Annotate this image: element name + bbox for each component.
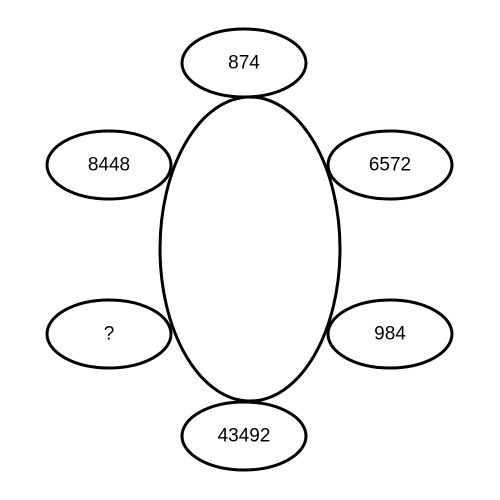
node-top: 874 (180, 27, 308, 99)
node-upper-right-ellipse (326, 129, 454, 201)
node-top-label: 874 (228, 53, 260, 74)
node-lower-left-label: ? (104, 324, 115, 345)
node-upper-left-ellipse (45, 129, 173, 201)
node-upper-left-label: 8448 (88, 155, 130, 176)
node-bottom-ellipse (180, 400, 308, 472)
node-bottom-label: 43492 (218, 426, 271, 447)
node-bottom: 43492 (180, 400, 308, 472)
node-top-ellipse (180, 27, 308, 99)
node-lower-left-ellipse (45, 298, 173, 370)
node-upper-right: 6572 (326, 129, 454, 201)
node-upper-left: 8448 (45, 129, 173, 201)
node-lower-right: 984 (326, 298, 454, 370)
center-ellipse (158, 95, 342, 403)
node-upper-right-label: 6572 (369, 155, 411, 176)
node-lower-right-ellipse (326, 298, 454, 370)
node-lower-left: ? (45, 298, 173, 370)
node-lower-right-label: 984 (374, 324, 406, 345)
